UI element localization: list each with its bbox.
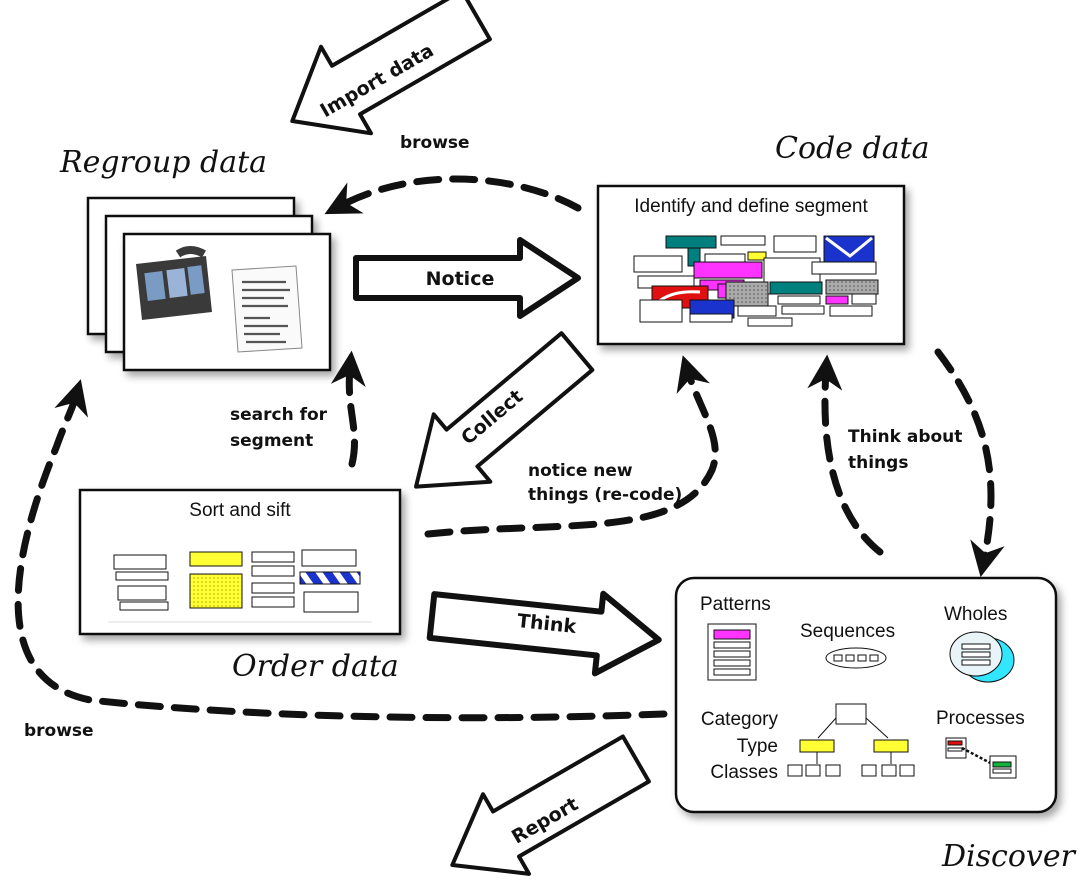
wholes-icon (949, 631, 1015, 683)
think-about-label-line1: Think about (848, 427, 962, 447)
notice-arrow: Notice (353, 237, 581, 319)
stage-code-title: Code data (775, 131, 930, 166)
search-segment-label-line2: segment (230, 431, 313, 451)
discover-processes-label: Processes (936, 708, 1025, 729)
film-strip-icon (136, 246, 212, 320)
notice-label: Notice (426, 268, 495, 290)
search-segment-label-line1: search for (230, 405, 328, 425)
discover-type-label: Type (737, 736, 778, 757)
browse-top-dashed-arrow (324, 175, 582, 215)
browse-left-label: browse (24, 721, 94, 741)
sort-box-title: Sort and sift (189, 500, 291, 521)
browse-top-label: browse (400, 133, 470, 153)
code-segment-collage (633, 235, 879, 327)
stage-regroup-title: Regroup data (59, 145, 267, 180)
discover-sequences-label: Sequences (800, 621, 895, 642)
stage-discover-title: Discover (941, 839, 1077, 874)
discover-category-label: Category (701, 709, 779, 730)
think-about-label-line2: things (848, 453, 908, 473)
discover-patterns-label: Patterns (700, 594, 771, 615)
sort-sift-box: Sort and sift (78, 488, 402, 636)
discover-box: Patterns Sequences Wholes Category Type … (674, 576, 1058, 814)
code-data-box: Identify and define segment (596, 184, 906, 346)
document-icon (231, 265, 303, 353)
code-box-title: Identify and define segment (634, 196, 868, 217)
notice-new-label-line1: notice new (528, 461, 633, 481)
think-about-dashed-arrow (807, 354, 884, 556)
discover-wholes-label: Wholes (944, 604, 1007, 625)
search-segment-dashed-arrow (330, 350, 366, 468)
discover-classes-label: Classes (710, 762, 778, 783)
sequences-icon (825, 647, 887, 669)
think-arrow: Think (426, 590, 662, 677)
stage-order-title: Order data (232, 649, 399, 684)
code-to-discover-dashed-arrow (934, 348, 1005, 578)
regroup-card-stack (86, 196, 332, 372)
notice-new-dashed-arrow (424, 355, 719, 538)
category-tree-icon (787, 703, 915, 777)
browse-left-dashed-arrow (14, 379, 668, 722)
report-arrow: Report (450, 734, 651, 876)
sort-segment-grid (108, 549, 372, 623)
notice-new-label-line2: things (re-code) (528, 485, 682, 505)
processes-icon (945, 737, 1017, 779)
patterns-icon (707, 623, 757, 681)
